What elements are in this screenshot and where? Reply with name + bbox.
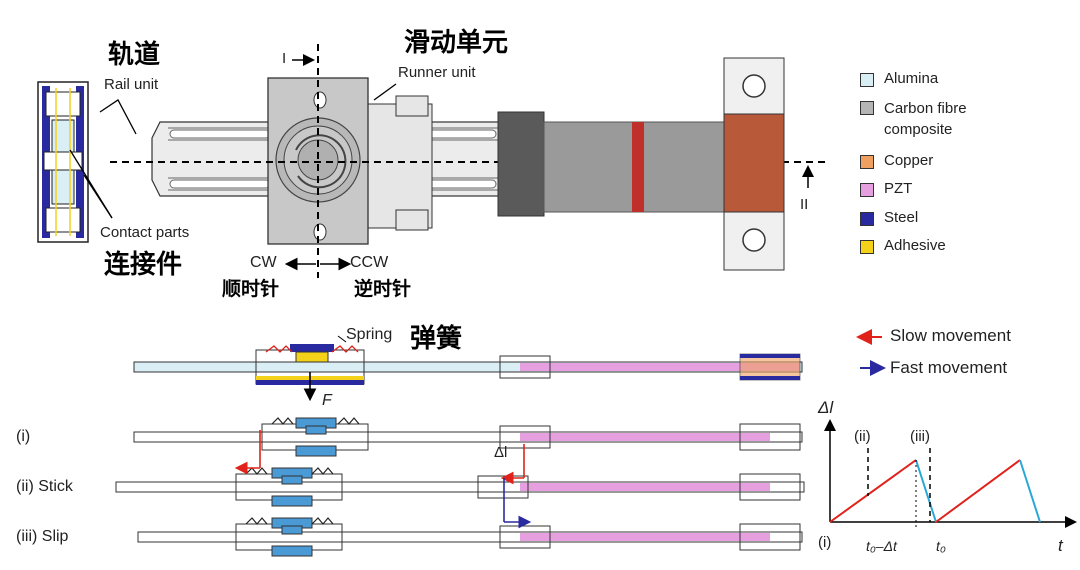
legend-label: Carbon fibre composite bbox=[884, 100, 967, 138]
legend-item-pzt: PZT bbox=[860, 180, 912, 197]
row-iii-label: (iii) Slip bbox=[16, 528, 69, 545]
legend-item-copper: Copper bbox=[860, 152, 933, 169]
legend-item-carbon: Carbon fibre composite bbox=[860, 98, 994, 140]
spring-label: Spring bbox=[346, 326, 393, 343]
legend-swatch bbox=[860, 101, 874, 115]
section-row-iii bbox=[137, 517, 803, 557]
rail-cross-section bbox=[37, 81, 89, 243]
ramp-slow-1 bbox=[829, 459, 917, 523]
graph-tick-t0-dt: t₀–Δt bbox=[866, 538, 897, 554]
actuator-tube bbox=[497, 57, 785, 271]
graph-mark-i: (i) bbox=[818, 534, 832, 551]
cw-label: CW bbox=[250, 254, 277, 271]
rail-unit-cn-label: 轨道 bbox=[108, 40, 161, 70]
graph-mark-ii: (ii) bbox=[854, 428, 871, 445]
force-label: F bbox=[322, 392, 332, 409]
runner-unit-cn-label: 滑动单元 bbox=[404, 28, 509, 58]
graph-x-label: t bbox=[1058, 536, 1063, 555]
legend-item-adhesive: Adhesive bbox=[860, 237, 946, 254]
legend-swatch bbox=[860, 183, 874, 197]
runner-pointer bbox=[373, 83, 397, 101]
legend-item-steel: Steel bbox=[860, 209, 918, 226]
legend-label: Alumina bbox=[884, 70, 939, 87]
legend-label: Adhesive bbox=[884, 237, 946, 254]
legend-swatch bbox=[860, 155, 874, 169]
slow-movement-label: Slow movement bbox=[890, 326, 1011, 345]
legend-item-alumina: Alumina bbox=[860, 70, 938, 87]
ramp-fast-2 bbox=[1019, 459, 1041, 523]
delta-l-label: Δl bbox=[494, 444, 508, 461]
cw-cn-label: 顺时针 bbox=[222, 278, 280, 300]
legend-swatch bbox=[860, 212, 874, 226]
section-row-i bbox=[133, 417, 803, 457]
spring-cn-label: 弹簧 bbox=[410, 324, 463, 354]
legend-label: Copper bbox=[884, 152, 934, 169]
rail-unit-label: Rail unit bbox=[104, 76, 159, 93]
legend-swatch bbox=[860, 73, 874, 87]
movement-arrows bbox=[234, 430, 532, 529]
sawtooth-graph bbox=[824, 419, 1077, 528]
legend-label: Steel bbox=[884, 209, 919, 226]
ramp-fast-1 bbox=[915, 459, 937, 523]
runner-unit-label: Runner unit bbox=[398, 64, 476, 81]
section-row-0 bbox=[133, 335, 803, 402]
section-row-ii bbox=[115, 467, 805, 507]
row-i-label: (i) bbox=[16, 428, 31, 445]
legend-label: PZT bbox=[884, 180, 913, 197]
graph-tick-t0: t₀ bbox=[936, 538, 946, 554]
legend-swatch bbox=[860, 240, 874, 254]
section-ii-label: II bbox=[800, 196, 809, 213]
callout-lines bbox=[69, 99, 137, 219]
ramp-slow-2 bbox=[935, 459, 1021, 523]
contact-parts-cn-label: 连接件 bbox=[104, 250, 183, 280]
section-i-label: I bbox=[282, 50, 287, 67]
fast-movement-label: Fast movement bbox=[890, 358, 1008, 377]
graph-y-label: Δl bbox=[818, 398, 834, 417]
graph-mark-iii: (iii) bbox=[910, 428, 930, 445]
row-ii-label: (ii) Stick bbox=[16, 478, 73, 495]
ccw-cn-label: 逆时针 bbox=[354, 278, 412, 300]
contact-parts-label: Contact parts bbox=[100, 224, 190, 241]
ccw-label: CCW bbox=[350, 254, 389, 271]
rail-body bbox=[151, 95, 503, 231]
